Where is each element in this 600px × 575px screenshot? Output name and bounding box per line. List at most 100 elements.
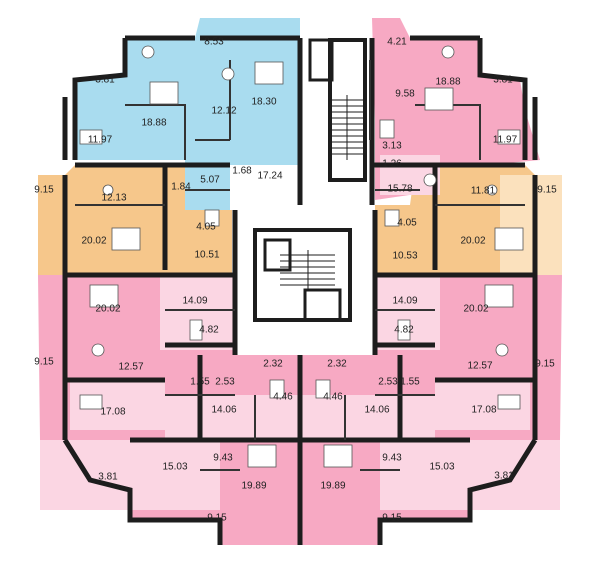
area-label: 8.53 bbox=[204, 37, 224, 48]
table-icon bbox=[495, 343, 509, 357]
balcony-left-orange bbox=[38, 175, 63, 275]
area-label: 2.53 bbox=[378, 377, 398, 388]
area-label: 10.53 bbox=[392, 251, 417, 262]
area-labels: 8.53 3.81 18.88 12.12 18.30 11.97 17.24 … bbox=[34, 37, 557, 524]
area-label: 17.08 bbox=[100, 407, 125, 418]
area-label: 1.26 bbox=[382, 159, 402, 170]
area-label: 10.51 bbox=[194, 250, 219, 261]
area-label: 3.81 bbox=[98, 472, 118, 483]
area-label: 20.02 bbox=[95, 304, 120, 315]
core-details bbox=[253, 38, 367, 322]
balcony-right-orange-light bbox=[500, 175, 562, 275]
bathtub-icon bbox=[397, 319, 411, 341]
walls bbox=[62, 35, 538, 545]
area-label: 11.97 bbox=[88, 135, 113, 146]
area-label: 1.84 bbox=[171, 182, 191, 193]
area-label: 14.09 bbox=[182, 296, 207, 307]
hall-bottom-right-light bbox=[300, 395, 435, 440]
table-icon bbox=[221, 67, 235, 81]
bathtub-icon bbox=[315, 379, 331, 399]
partition-walls bbox=[75, 60, 525, 471]
apartment-top-left-blue[interactable] bbox=[75, 18, 300, 210]
area-label: 14.06 bbox=[364, 405, 389, 416]
area-label: 18.88 bbox=[435, 77, 460, 88]
area-label: 2.32 bbox=[263, 359, 283, 370]
area-label: 17.08 bbox=[471, 405, 496, 416]
area-label: 9.43 bbox=[382, 453, 402, 464]
area-label: 4.82 bbox=[199, 325, 219, 336]
area-label: 9.58 bbox=[395, 89, 415, 100]
bed-icon bbox=[494, 227, 524, 251]
area-label: 12.57 bbox=[118, 362, 143, 373]
area-label: 2.53 bbox=[215, 377, 235, 388]
table-icon bbox=[102, 184, 114, 196]
area-label: 12.13 bbox=[101, 193, 126, 204]
bathtub-icon bbox=[269, 379, 285, 399]
area-label: 18.88 bbox=[141, 118, 166, 129]
area-label: 14.09 bbox=[392, 296, 417, 307]
bed-icon bbox=[484, 284, 514, 308]
bed-icon bbox=[89, 284, 119, 308]
area-label: 17.24 bbox=[257, 171, 282, 182]
area-label: 15.78 bbox=[387, 184, 412, 195]
apartment-left-orange[interactable] bbox=[38, 165, 232, 275]
area-label: 12.57 bbox=[467, 361, 492, 372]
area-label: 20.02 bbox=[81, 236, 106, 247]
bed-icon bbox=[149, 81, 179, 105]
bed-icon bbox=[254, 61, 284, 85]
area-label: 5.07 bbox=[200, 175, 220, 186]
apartment-top-right-pink[interactable] bbox=[372, 18, 540, 200]
area-label: 9.15 bbox=[34, 357, 54, 368]
bathtub-icon bbox=[189, 319, 203, 341]
area-label: 15.03 bbox=[429, 462, 454, 473]
area-label: 12.12 bbox=[211, 106, 236, 117]
area-label: 4.46 bbox=[323, 392, 343, 403]
area-label: 19.89 bbox=[320, 481, 345, 492]
area-label: 11.97 bbox=[493, 135, 518, 146]
bathtub-icon bbox=[384, 209, 400, 227]
area-label: 3.81 bbox=[494, 471, 514, 482]
sofa-icon bbox=[79, 129, 103, 145]
area-label: 4.21 bbox=[387, 37, 407, 48]
bed-icon bbox=[323, 444, 353, 468]
sofa-icon bbox=[497, 394, 521, 410]
table-icon bbox=[91, 343, 105, 357]
bathtub-icon bbox=[379, 119, 395, 139]
area-label: 1.55 bbox=[190, 377, 210, 388]
area-label: 2.32 bbox=[327, 359, 347, 370]
area-label: 14.06 bbox=[211, 405, 236, 416]
kitchen-bottom-right-light bbox=[380, 440, 470, 510]
area-label: 1.68 bbox=[232, 166, 252, 177]
area-label: 18.30 bbox=[251, 97, 276, 108]
area-label: 19.89 bbox=[241, 481, 266, 492]
area-label: 3.81 bbox=[95, 75, 115, 86]
table-icon bbox=[486, 184, 498, 196]
bathtub-icon bbox=[204, 209, 220, 227]
area-label: 3.81 bbox=[493, 75, 513, 86]
area-label: 9.15 bbox=[535, 359, 555, 370]
area-label: 4.46 bbox=[273, 392, 293, 403]
area-label: 9.15 bbox=[537, 185, 557, 196]
area-label: 11.81 bbox=[471, 186, 496, 197]
area-label: 4.82 bbox=[394, 325, 414, 336]
bed-icon bbox=[424, 87, 454, 111]
area-label: 9.15 bbox=[34, 185, 54, 196]
area-label: 9.15 bbox=[382, 513, 402, 524]
table-icon bbox=[441, 45, 455, 59]
area-label: 3.13 bbox=[382, 141, 402, 152]
area-label: 9.15 bbox=[207, 513, 227, 524]
table-icon bbox=[423, 173, 437, 187]
area-label: 1.55 bbox=[400, 377, 420, 388]
area-label: 20.02 bbox=[463, 304, 488, 315]
hall-bottom-left-light bbox=[165, 395, 300, 440]
furniture bbox=[79, 45, 524, 468]
area-label: 20.02 bbox=[460, 236, 485, 247]
sofa-icon bbox=[79, 394, 103, 410]
area-label: 4.05 bbox=[397, 218, 417, 229]
area-label: 9.43 bbox=[213, 453, 233, 464]
kitchen-bottom-left-light bbox=[130, 440, 220, 510]
area-label: 15.03 bbox=[162, 462, 187, 473]
bed-icon bbox=[247, 444, 277, 468]
